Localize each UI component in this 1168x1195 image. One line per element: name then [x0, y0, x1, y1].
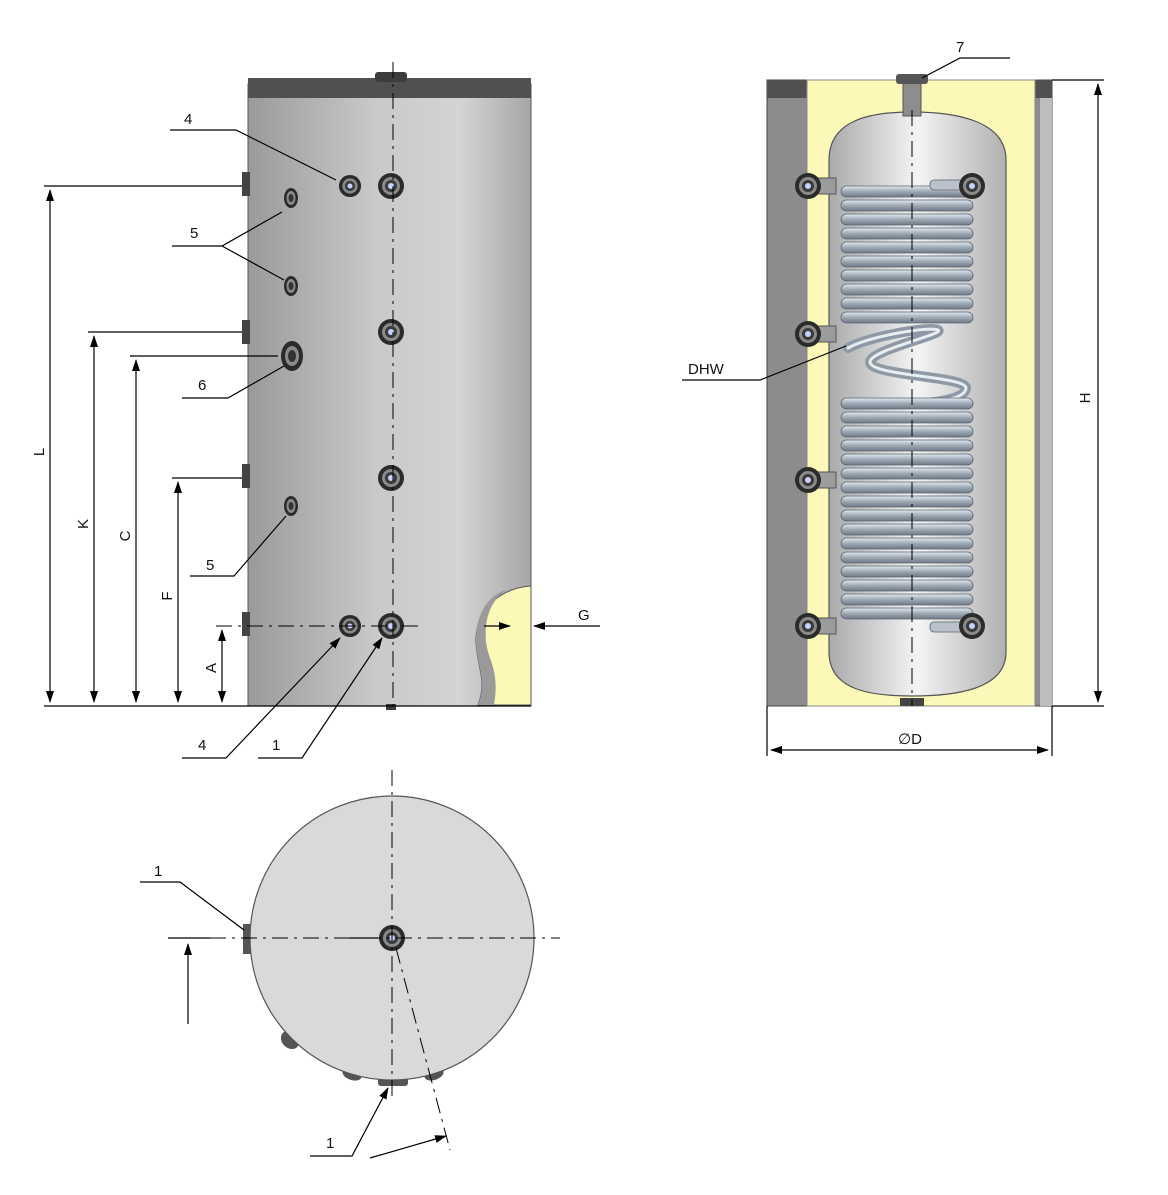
callout-5-top: 5	[190, 225, 198, 242]
side-stud	[242, 172, 250, 196]
port-6-icon	[281, 341, 303, 371]
view-arrow-angled	[369, 1135, 447, 1159]
top-angled-centerline	[395, 947, 451, 1151]
cutaway-inner-tank	[476, 590, 507, 705]
callout-5-bottom: 5	[206, 557, 214, 574]
callout-4-top: 4	[184, 111, 192, 128]
side-stud	[242, 464, 250, 488]
coil-port-icon	[959, 613, 985, 639]
side-stud	[242, 320, 250, 344]
side-nozzle	[795, 467, 837, 493]
section-view: 7 DHW H ∅D	[682, 39, 1104, 756]
sensor-port-icon	[338, 174, 362, 198]
small-port-icon	[284, 188, 298, 208]
dim-label-A: A	[203, 663, 220, 673]
coil-port-icon	[959, 173, 985, 199]
side-view: L K C F A G 4 5 6 5 4 1	[31, 62, 600, 759]
small-port-icon	[284, 276, 298, 296]
tank-top-cap	[248, 78, 531, 98]
side-nozzle	[795, 321, 837, 347]
bottom-fitting	[386, 704, 396, 710]
pipe-port-icon	[378, 319, 404, 345]
dim-label-L: L	[31, 448, 48, 456]
dim-label-F: F	[159, 591, 176, 600]
dim-label-G: G	[578, 607, 590, 624]
heat-exchanger-coil-lower-icon	[840, 397, 974, 620]
pipe-port-icon	[378, 173, 404, 199]
callout-1-top-bottom: 1	[326, 1135, 334, 1152]
callout-dhw: DHW	[688, 361, 725, 378]
top-view: 1 1	[140, 770, 560, 1159]
side-nozzle	[795, 173, 837, 199]
dim-label-K: K	[75, 519, 92, 529]
heat-exchanger-coil-upper-icon	[840, 185, 974, 324]
dim-label-D: ∅D	[898, 731, 922, 748]
callout-6: 6	[198, 377, 206, 394]
top-fitting	[375, 72, 407, 82]
side-stud	[242, 612, 250, 636]
callout-1: 1	[272, 737, 280, 754]
callout-7: 7	[956, 39, 964, 56]
callout-1-top-left: 1	[154, 863, 162, 880]
side-nozzle	[795, 613, 837, 639]
dim-label-C: C	[117, 530, 134, 541]
pipe-port-icon	[378, 465, 404, 491]
small-port-icon	[284, 496, 298, 516]
dim-label-H: H	[1077, 393, 1094, 404]
callout-4-bottom: 4	[198, 737, 206, 754]
